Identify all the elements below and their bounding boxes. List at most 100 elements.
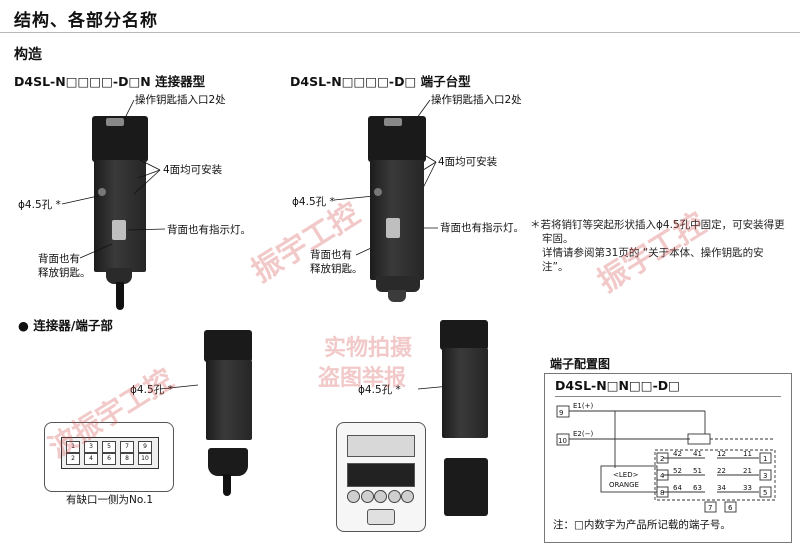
terminal-screw bbox=[374, 490, 387, 503]
connector-pin: 9 bbox=[138, 441, 152, 453]
contact-group bbox=[654, 449, 776, 501]
t1-label: 1 bbox=[763, 455, 767, 463]
t9-label: 9 bbox=[559, 409, 563, 417]
left-cable bbox=[116, 282, 124, 310]
t41-label: 41 bbox=[693, 450, 702, 458]
terminal-switch-body bbox=[442, 348, 488, 438]
connector-pin: 2 bbox=[66, 453, 80, 465]
left-mount-callout: 4面均可安装 bbox=[163, 164, 223, 176]
left-key-slot-callout: 操作钥匙插入口2处 bbox=[135, 94, 226, 106]
t22-label: 22 bbox=[717, 467, 726, 475]
terminal-screw-bottom bbox=[367, 509, 395, 525]
terminal-box-5 bbox=[759, 486, 772, 498]
terminal-box-3 bbox=[759, 469, 772, 481]
terminal-diagram-model: D4SL-N□N□□-D□ bbox=[555, 378, 680, 393]
t34-label: 34 bbox=[717, 484, 726, 492]
left-key-slot bbox=[106, 118, 124, 126]
connector-pin: 4 bbox=[84, 453, 98, 465]
right-key-slot-callout: 操作钥匙插入口2处 bbox=[431, 94, 522, 106]
terminal-box-10 bbox=[556, 433, 570, 446]
right-release-callout-2: 释放钥匙。 bbox=[310, 263, 363, 275]
right-model-title: D4SL-N□□□□-D□ 端子台型 bbox=[290, 74, 471, 89]
terminal-box-4 bbox=[656, 469, 669, 481]
t11-label: 11 bbox=[743, 450, 752, 458]
left-mount-hole bbox=[98, 188, 106, 196]
connector-switch-photo bbox=[204, 330, 258, 440]
footnote-line-3: 详情请参阅第31页的 “关于本体、操作钥匙的安 bbox=[542, 247, 764, 259]
left-connector-neck bbox=[106, 268, 132, 284]
footnote-line-1: ＊若将销钉等突起形状插入ϕ4.5孔中固定，可安装得更 bbox=[530, 219, 785, 231]
connector-pin: 7 bbox=[120, 441, 134, 453]
connector-plug bbox=[208, 448, 248, 476]
t12-label: 12 bbox=[717, 450, 726, 458]
footnote-line-2: 牢固。 bbox=[542, 233, 574, 245]
connector-cable bbox=[223, 474, 231, 496]
left-switch-body bbox=[94, 160, 146, 272]
connector-pin: 8 bbox=[120, 453, 134, 465]
right-key-slot bbox=[384, 118, 402, 126]
screw-row bbox=[347, 489, 414, 505]
terminal-box-1 bbox=[759, 452, 772, 464]
left-release-callout-1: 背面也有 bbox=[38, 253, 80, 265]
t4-label: 4 bbox=[660, 472, 665, 480]
section-divider bbox=[0, 32, 800, 33]
subsection-title: 构造 bbox=[14, 47, 42, 63]
right-indicator bbox=[386, 218, 400, 238]
left-release-callout-2: 释放钥匙。 bbox=[38, 267, 91, 279]
connector-pin: 1 bbox=[66, 441, 80, 453]
terminal-row-top bbox=[347, 435, 415, 457]
t3-label: 3 bbox=[763, 472, 767, 480]
terminal-schematic: 9 10 E1(+) E2(−) 2 4 8 42 41 12 11 1 52 … bbox=[556, 402, 776, 513]
t52-label: 52 bbox=[673, 467, 682, 475]
terminal-screw bbox=[401, 490, 414, 503]
right-mount-callout: 4面均可安装 bbox=[438, 156, 498, 168]
connector-section-title: ● 连接器/端子部 bbox=[18, 318, 113, 333]
t63-label: 63 bbox=[693, 484, 702, 492]
t6-label: 6 bbox=[728, 504, 733, 512]
terminal-screw bbox=[360, 490, 374, 503]
terminal-box-7 bbox=[704, 501, 717, 513]
connector-switch-head bbox=[204, 330, 252, 362]
right-indicator-callout: 背面也有指示灯。 bbox=[440, 222, 524, 234]
left-indicator bbox=[112, 220, 126, 240]
connector-pin: 6 bbox=[102, 453, 116, 465]
terminal-hole-callout: ϕ4.5孔 * bbox=[358, 384, 401, 396]
right-release-callout-1: 背面也有 bbox=[310, 249, 352, 261]
e2-label: E2(−) bbox=[573, 430, 593, 438]
terminal-box-9 bbox=[556, 405, 570, 418]
left-model-title: D4SL-N□□□□-D□N 连接器型 bbox=[14, 74, 206, 89]
connector-pin: 3 bbox=[84, 441, 98, 453]
terminal-box-2 bbox=[656, 452, 669, 464]
e1-label: E1(+) bbox=[573, 402, 593, 410]
connector-switch-body bbox=[206, 360, 252, 440]
t10-label: 10 bbox=[558, 437, 567, 445]
terminal-diagram-box: D4SL-N□N□□-D□ bbox=[544, 373, 792, 543]
terminal-screw bbox=[387, 490, 401, 503]
connector-hole-callout: ϕ4.5孔 * bbox=[130, 384, 173, 396]
terminal-body bbox=[347, 463, 415, 487]
t33-label: 33 bbox=[743, 484, 752, 492]
terminal-box-6 bbox=[724, 501, 737, 513]
watermark-1: 实物拍摄 bbox=[324, 336, 413, 361]
right-mount-hole bbox=[374, 188, 382, 196]
terminal-diagram-note: 注：□内数字为产品所记载的端子号。 bbox=[553, 519, 731, 531]
right-switch-photo bbox=[368, 108, 438, 304]
t8-label: 8 bbox=[660, 489, 664, 497]
left-hole-callout: ϕ4.5孔 * bbox=[18, 199, 61, 211]
t7-label: 7 bbox=[708, 504, 712, 512]
watermark-2: 盗图举报 bbox=[318, 366, 407, 391]
terminal-switch-head bbox=[440, 320, 488, 350]
t21-label: 21 bbox=[743, 467, 752, 475]
footnote-line-4: 注”。 bbox=[542, 261, 569, 273]
led-label-2: ORANGE bbox=[609, 481, 639, 489]
t2-label: 2 bbox=[660, 455, 664, 463]
right-conduit-base bbox=[376, 276, 420, 292]
right-conduit bbox=[388, 290, 406, 302]
t5-label: 5 bbox=[763, 489, 767, 497]
section-title: 结构、各部分名称 bbox=[14, 11, 158, 31]
t64-label: 64 bbox=[673, 484, 682, 492]
terminal-cover bbox=[444, 458, 488, 516]
right-hole-callout: ϕ4.5孔 * bbox=[292, 196, 335, 208]
